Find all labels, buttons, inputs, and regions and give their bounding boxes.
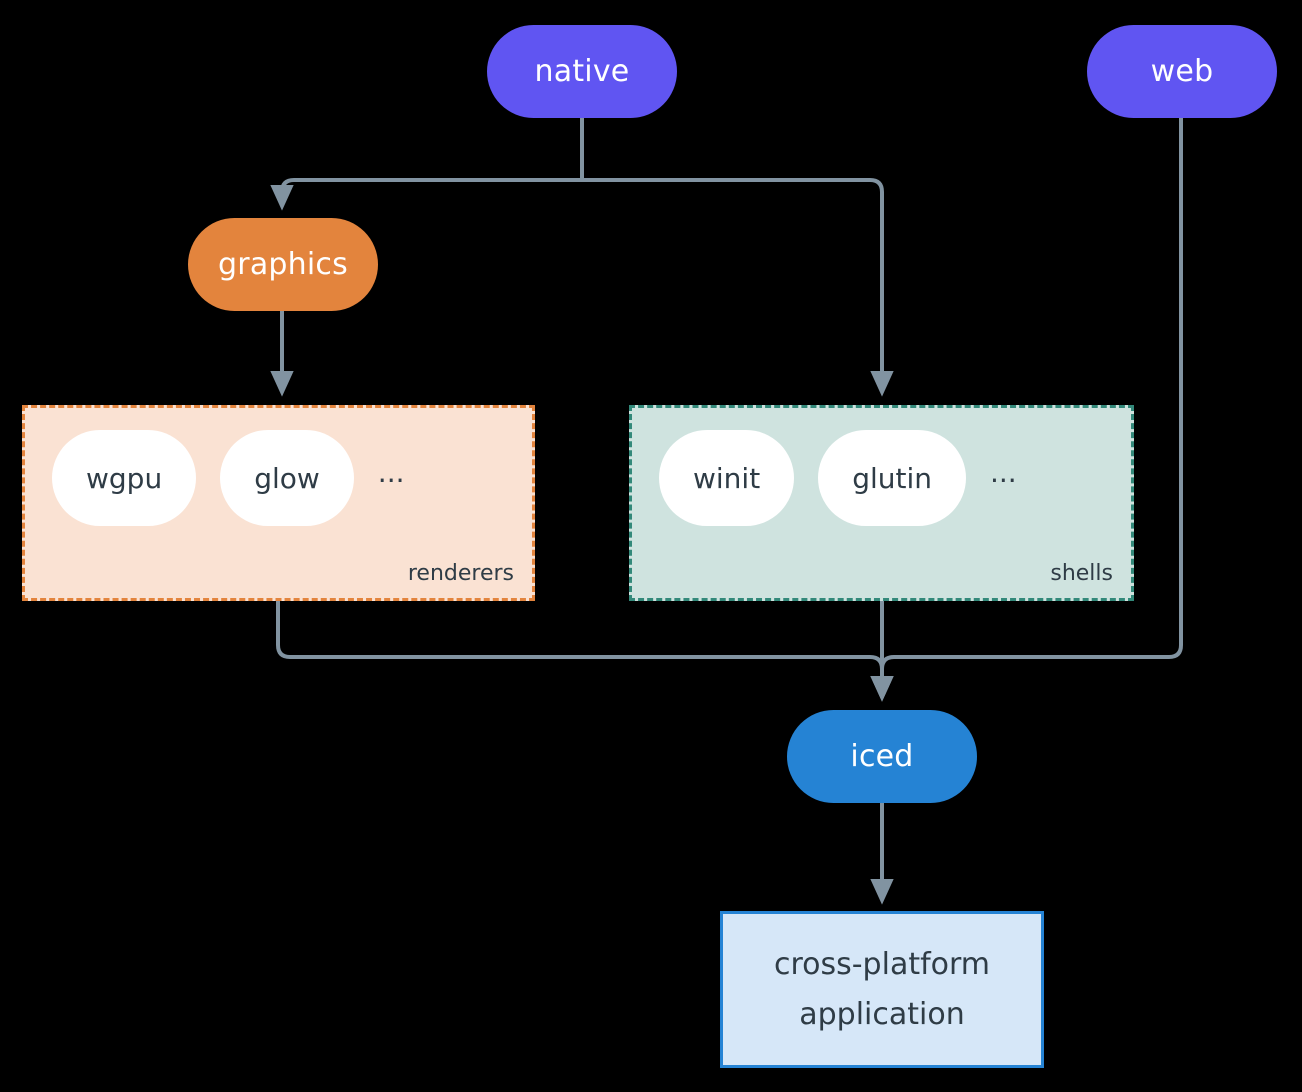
- node-application[interactable]: cross-platform application: [720, 911, 1044, 1068]
- node-iced[interactable]: iced: [787, 710, 977, 803]
- chip-wgpu[interactable]: wgpu: [52, 430, 197, 526]
- group-shells-items: winit glutin ...: [659, 430, 1017, 526]
- renderers-ellipsis: ...: [377, 456, 405, 489]
- node-graphics[interactable]: graphics: [188, 218, 378, 311]
- edge-native-shells: [582, 178, 894, 397]
- group-renderers-label: renderers: [407, 561, 514, 586]
- node-native-label: native: [534, 54, 630, 89]
- node-web[interactable]: web: [1087, 25, 1277, 118]
- group-shells[interactable]: winit glutin ... shells: [629, 405, 1134, 601]
- application-label-line2: application: [799, 996, 965, 1032]
- chip-glutin[interactable]: glutin: [818, 430, 966, 526]
- chip-wgpu-label: wgpu: [86, 461, 163, 495]
- group-renderers[interactable]: wgpu glow ... renderers: [22, 405, 535, 601]
- application-label-line1: cross-platform: [773, 946, 991, 982]
- chip-winit-label: winit: [693, 461, 761, 495]
- node-graphics-label: graphics: [218, 247, 348, 282]
- edge-native-graphics: [270, 178, 582, 211]
- node-iced-label: iced: [850, 739, 914, 774]
- chip-glow[interactable]: glow: [220, 430, 354, 526]
- chip-glow-label: glow: [254, 461, 320, 495]
- shells-ellipsis: ...: [990, 456, 1017, 489]
- chip-winit[interactable]: winit: [659, 430, 795, 526]
- group-shells-label: shells: [1050, 561, 1113, 586]
- node-native[interactable]: native: [487, 25, 677, 118]
- chip-glutin-label: glutin: [852, 461, 932, 495]
- node-web-label: web: [1150, 54, 1214, 89]
- edge-renderers-iced: [276, 601, 894, 702]
- group-renderers-items: wgpu glow ...: [52, 430, 405, 526]
